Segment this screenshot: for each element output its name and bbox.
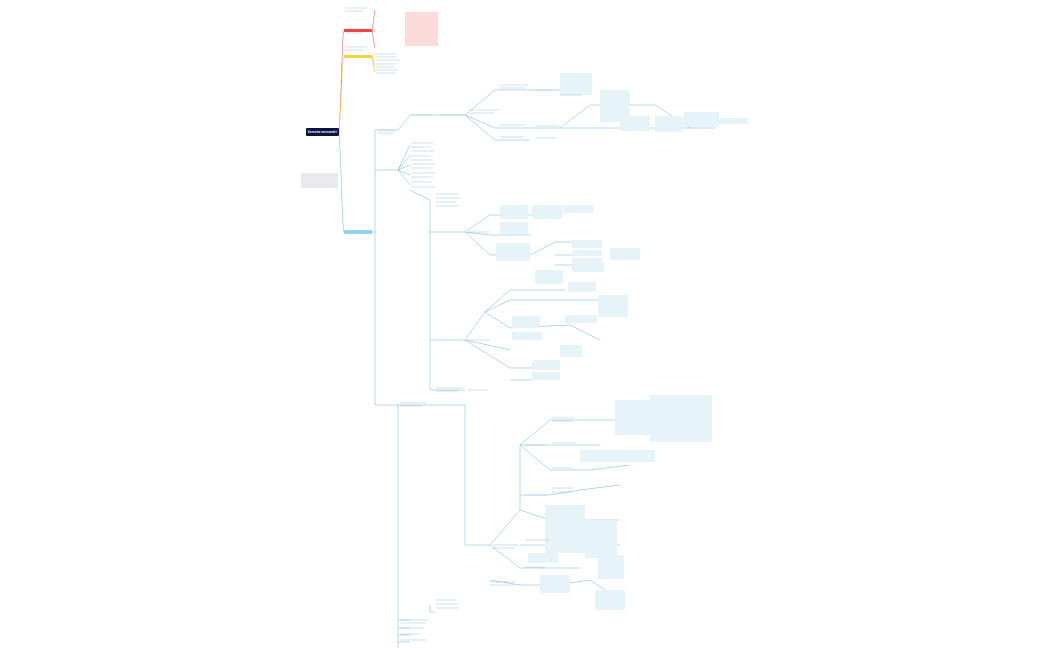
yellow-branch-label[interactable] xyxy=(344,55,372,58)
root-node[interactable]: Derecho mercantil I xyxy=(306,128,339,136)
red-branch-label[interactable] xyxy=(344,29,372,32)
root-title: Derecho mercantil I xyxy=(307,130,338,134)
blue-branch-label[interactable] xyxy=(344,230,372,234)
root-note xyxy=(301,173,338,188)
